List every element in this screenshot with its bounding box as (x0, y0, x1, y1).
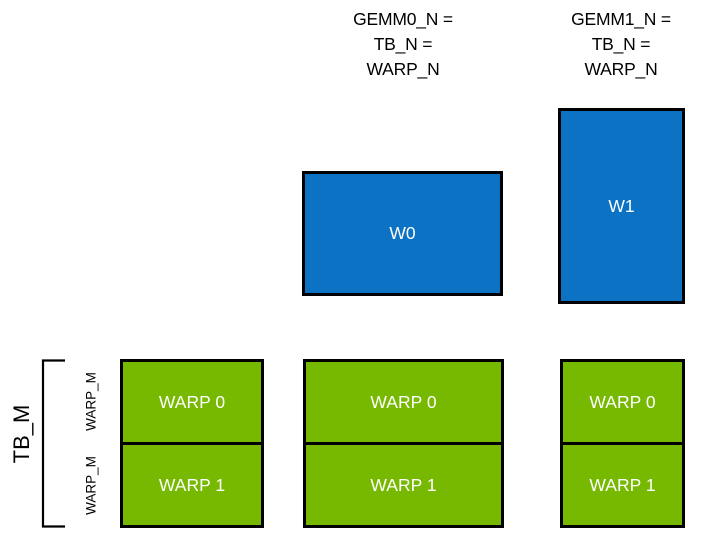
warp-cell-0-0: WARP 0 (123, 362, 261, 445)
warp-tile-w1-label: W1 (608, 195, 635, 216)
warp-cell-1-1: WARP 1 (306, 445, 501, 525)
warp-cell-label: WARP 1 (589, 474, 656, 495)
warp-column-1: WARP 0 WARP 1 (303, 359, 504, 528)
warp-tile-w0: W0 (302, 171, 503, 296)
column-header-gemm0: GEMM0_N = TB_N = WARP_N (353, 9, 453, 79)
warp-cell-label: WARP 0 (589, 391, 656, 412)
warp-cell-2-0: WARP 0 (563, 362, 682, 445)
warp-cell-label: WARP 0 (370, 391, 437, 412)
warp-column-2: WARP 0 WARP 1 (560, 359, 685, 528)
warp-cell-2-1: WARP 1 (563, 445, 682, 525)
warp-cell-1-0: WARP 0 (306, 362, 501, 445)
warp-cell-label: WARP 1 (158, 474, 226, 495)
column-header-gemm1: GEMM1_N = TB_N = WARP_N (571, 9, 671, 79)
warp-tile-w0-label: W0 (389, 223, 416, 243)
warp-cell-label: WARP 1 (370, 474, 437, 495)
warp-tile-w1: W1 (558, 108, 685, 304)
warp-column-0: WARP 0 WARP 1 (120, 359, 264, 528)
warp-cell-0-1: WARP 1 (123, 445, 261, 525)
warp-cell-label: WARP 0 (158, 391, 226, 412)
axis-label-warp-m-1: WARP_M (83, 456, 99, 515)
bracket-icon (41, 359, 65, 528)
axis-label-tb-m: TB_M (9, 404, 34, 464)
tb-m-bracket (41, 359, 66, 528)
axis-label-warp-m-0: WARP_M (83, 372, 99, 431)
